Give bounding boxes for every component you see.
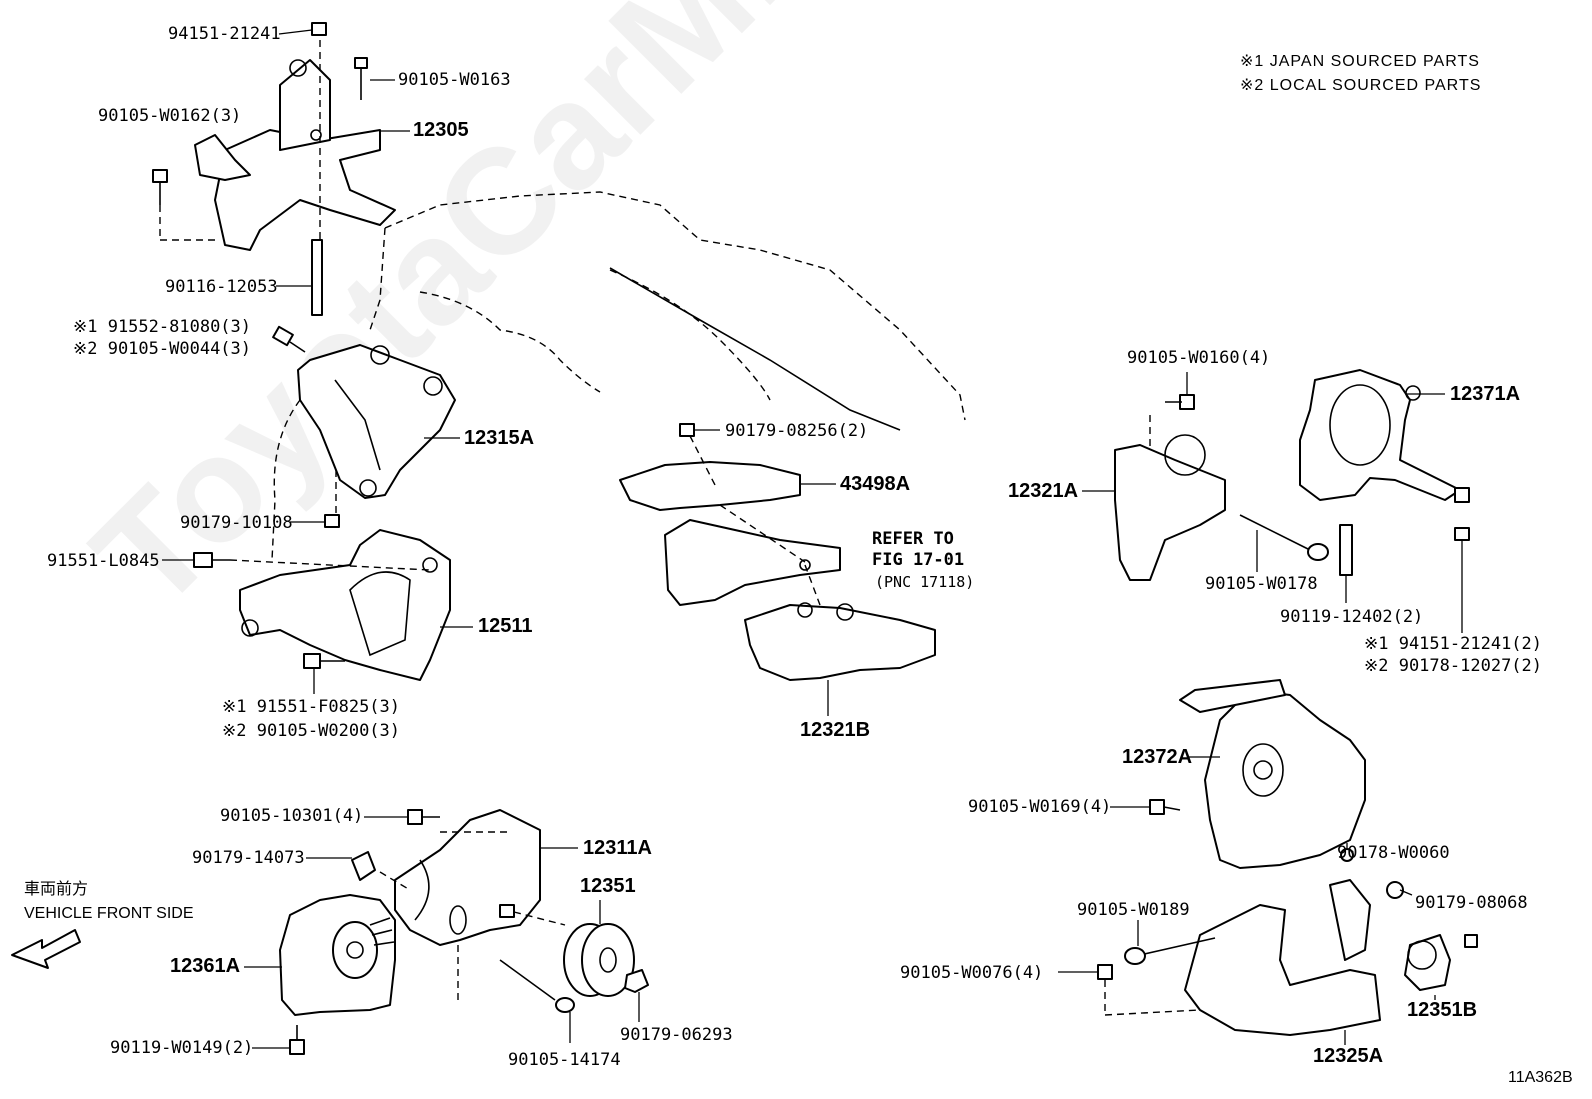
refer-line3: (PNC 17118)	[875, 573, 975, 591]
front-arrow-icon	[11, 929, 81, 969]
label-12351[interactable]: 12351	[580, 875, 636, 897]
label-12511[interactable]: 12511	[478, 615, 533, 637]
label-43498a[interactable]: 43498A	[840, 473, 911, 495]
part-43498A-group	[619, 423, 936, 681]
label-90105-w0163[interactable]: 90105-W0163	[398, 70, 511, 90]
label-90105-w0160[interactable]: 90105-W0160(4)	[1127, 348, 1271, 368]
engine-outline	[369, 191, 966, 431]
figure-code: 11A362B	[1508, 1069, 1573, 1086]
note-local-sourced: ※2 LOCAL SOURCED PARTS	[1240, 77, 1482, 94]
label-12325a[interactable]: 12325A	[1313, 1045, 1384, 1067]
label-90179-08068[interactable]: 90179-08068	[1415, 893, 1528, 913]
part-12511	[193, 529, 451, 681]
label-12372a[interactable]: 12372A	[1122, 746, 1193, 768]
label-91551-f0825[interactable]: ※1 91551-F0825(3)	[222, 697, 401, 717]
label-90179-14073[interactable]: 90179-14073	[192, 848, 305, 868]
label-90105-14174[interactable]: 90105-14174	[508, 1050, 621, 1070]
label-90105-w0189[interactable]: 90105-W0189	[1077, 900, 1190, 920]
label-12305[interactable]: 12305	[413, 119, 469, 141]
label-12315a[interactable]: 12315A	[464, 427, 535, 449]
label-90179-08256[interactable]: 90179-08256(2)	[725, 421, 869, 441]
direction-label-jp: 車両前方	[24, 881, 89, 898]
label-91552-81080[interactable]: ※1 91552-81080(3)	[73, 317, 252, 337]
refer-line2: FIG 17-01	[872, 550, 965, 570]
label-90105-w0169[interactable]: 90105-W0169(4)	[968, 797, 1112, 817]
label-90105-w0162[interactable]: 90105-W0162(3)	[98, 106, 242, 126]
label-90178-12027[interactable]: ※2 90178-12027(2)	[1364, 656, 1543, 676]
label-90179-10108[interactable]: 90179-10108	[180, 513, 293, 533]
part-12372A	[1149, 679, 1366, 869]
leader-lines	[162, 29, 1463, 1049]
label-90105-w0178[interactable]: 90105-W0178	[1205, 574, 1318, 594]
label-12321a[interactable]: 12321A	[1008, 480, 1079, 502]
label-90105-w0044[interactable]: ※2 90105-W0044(3)	[73, 339, 252, 359]
note-japan-sourced: ※1 JAPAN SOURCED PARTS	[1240, 53, 1480, 70]
label-12361a[interactable]: 12361A	[170, 955, 241, 977]
label-90119-12402[interactable]: 90119-12402(2)	[1280, 607, 1424, 627]
refer-line1: REFER TO	[872, 529, 954, 549]
label-90105-w0200[interactable]: ※2 90105-W0200(3)	[222, 721, 401, 741]
part-12305	[194, 59, 396, 251]
label-12351b[interactable]: 12351B	[1407, 999, 1478, 1021]
part-12321A	[1114, 394, 1329, 581]
part-12311A	[351, 809, 566, 946]
part-12351	[563, 923, 649, 997]
label-90116-12053[interactable]: 90116-12053	[165, 277, 278, 297]
label-90119-w0149[interactable]: 90119-W0149(2)	[110, 1038, 254, 1058]
label-91551-l0845[interactable]: 91551-L0845	[47, 551, 160, 571]
direction-label-en: VEHICLE FRONT SIDE	[24, 905, 194, 922]
part-12315A	[271, 344, 456, 561]
label-90105-10301[interactable]: 90105-10301(4)	[220, 806, 364, 826]
label-90105-w0076[interactable]: 90105-W0076(4)	[900, 963, 1044, 983]
label-12321b[interactable]: 12321B	[800, 719, 871, 741]
part-12371A	[1299, 369, 1470, 576]
part-12325A	[1097, 879, 1478, 1036]
label-90179-06293[interactable]: 90179-06293	[620, 1025, 733, 1045]
label-90178-w0060[interactable]: 90178-W0060	[1337, 843, 1450, 863]
label-12371a[interactable]: 12371A	[1450, 383, 1521, 405]
label-94151-21241-right[interactable]: ※1 94151-21241(2)	[1364, 634, 1543, 654]
part-12361A	[279, 894, 575, 1055]
label-12311a[interactable]: 12311A	[583, 837, 652, 859]
label-94151-21241-top[interactable]: 94151-21241	[168, 24, 281, 44]
bolts-top	[152, 22, 368, 353]
